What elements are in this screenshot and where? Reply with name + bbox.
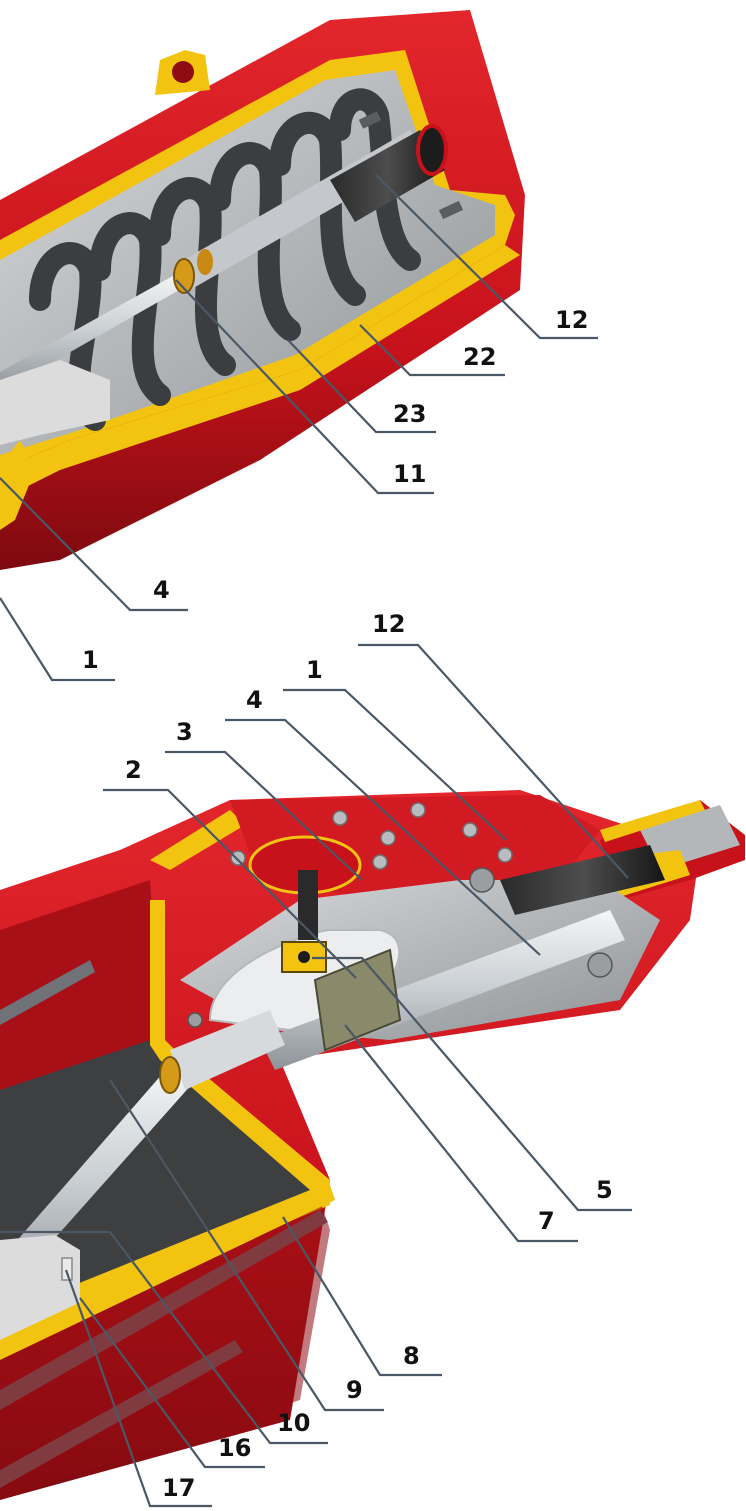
leader-17 [64, 1269, 212, 1508]
callout-label-1-bottom: 1 [306, 656, 323, 684]
callout-label-8: 8 [403, 1342, 420, 1370]
callout-label-9: 9 [346, 1376, 363, 1404]
housing-cut-face [150, 810, 690, 900]
piston-rod-bushing-tube [170, 1010, 285, 1090]
leader-10 [0, 1230, 328, 1445]
callout-label-10: 10 [277, 1409, 310, 1437]
leader-8 [282, 1216, 442, 1377]
spring-housing-lower-lip [0, 245, 520, 500]
leader-22 [359, 324, 505, 377]
callout-label-16: 16 [218, 1434, 251, 1462]
leader-12-top [375, 174, 598, 340]
spring-cartridge-cutaway [0, 10, 525, 570]
piston-seal [61, 1257, 73, 1281]
callout-label-12-bottom: 12 [372, 610, 405, 638]
leader-5 [312, 956, 632, 1212]
leader-11 [175, 279, 434, 495]
leader-2 [103, 788, 357, 979]
travel-stop-bolt-lower [500, 845, 665, 915]
leader-1-top [0, 597, 115, 682]
callout-label-3: 3 [176, 718, 193, 746]
callout-label-7: 7 [538, 1207, 555, 1235]
callout-label-12-top: 12 [555, 306, 588, 334]
callout-label-2-visible: 2 [125, 756, 142, 784]
callout-label-1-top: 1 [82, 646, 99, 674]
callout-label-22: 22 [463, 343, 496, 371]
leader-4-bottom [225, 718, 541, 956]
leader-12-bottom [358, 643, 629, 879]
leader-23 [287, 339, 436, 434]
piston-plate [0, 360, 110, 445]
leader-1-bottom [283, 688, 507, 841]
cover-bolts [230, 802, 513, 870]
drive-shaft [298, 870, 318, 940]
callout-label-23: 23 [393, 400, 426, 428]
leader-4-top [0, 477, 188, 612]
rod-bushing [159, 1056, 181, 1094]
leader-16 [79, 1297, 265, 1469]
actuator-body-cutaway [0, 790, 745, 1500]
callout-label-11: 11 [393, 460, 426, 488]
leader-3 [165, 750, 363, 881]
piston-rod-upper [0, 272, 188, 392]
callouts-bottom: 12 1 4 3 3 2 5 7 8 9 10 16 17 [0, 610, 632, 1508]
callout-label-4-top: 4 [153, 576, 170, 604]
spring-coils [29, 88, 421, 431]
leader-7 [344, 1024, 578, 1243]
callouts-top: 12 22 23 11 4 1 [0, 174, 598, 682]
callout-label-17: 17 [162, 1474, 195, 1502]
leader-9 [109, 1079, 384, 1412]
callout-label-4-bottom: 4 [246, 686, 263, 714]
callout-label-5: 5 [596, 1176, 613, 1204]
